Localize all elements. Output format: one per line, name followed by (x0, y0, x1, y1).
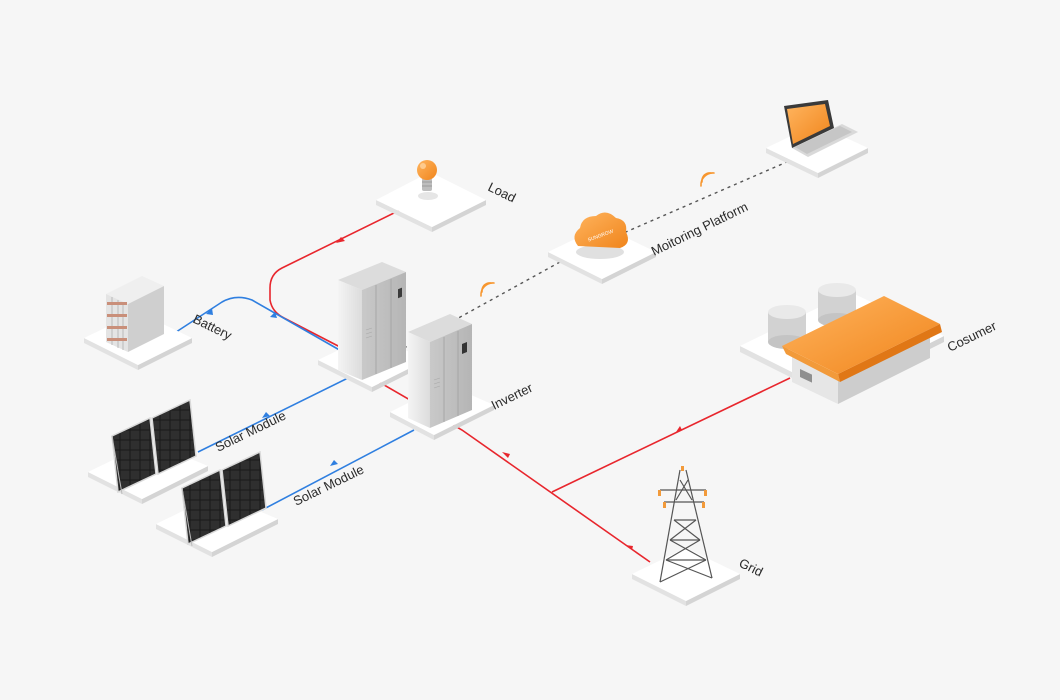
inverter-cabinet-icon (408, 314, 472, 428)
battery-rack-icon (106, 276, 164, 352)
laptop-icon (784, 100, 858, 157)
transmission-tower-icon (659, 469, 713, 583)
tower-insulators (658, 466, 707, 508)
label-inverter: Inverter (489, 380, 536, 413)
storage-tank (768, 305, 806, 349)
solar-panel-icon (181, 450, 267, 547)
wifi-signal-icon (480, 282, 495, 297)
label-battery: Battery (191, 311, 235, 343)
comm-line-laptop (611, 157, 797, 239)
dc-line-battery (169, 296, 351, 357)
dc-line-solar-2 (261, 429, 415, 511)
lightbulb-icon (417, 160, 438, 200)
inverter-cabinet-icon (338, 262, 406, 380)
plate-grid (632, 548, 740, 606)
wifi-signal-icon (700, 172, 715, 187)
label-solar-module-2: Solar Module (291, 462, 366, 509)
ac-line-grid (371, 377, 651, 563)
flow-arrows (206, 237, 682, 550)
ac-line-consumer (551, 377, 791, 493)
label-consumer: Cosumer (945, 318, 1000, 355)
solar-panel-icon (111, 398, 197, 495)
cloud-icon: SUNGROW (574, 212, 628, 259)
label-monitoring-platform: Moitoring Platform (649, 199, 750, 259)
dc-line-solar-1 (197, 377, 349, 453)
factory-icon (768, 283, 942, 404)
label-grid: Grid (737, 555, 766, 579)
label-solar-module-1: Solar Module (213, 408, 288, 455)
label-load: Load (486, 179, 519, 205)
